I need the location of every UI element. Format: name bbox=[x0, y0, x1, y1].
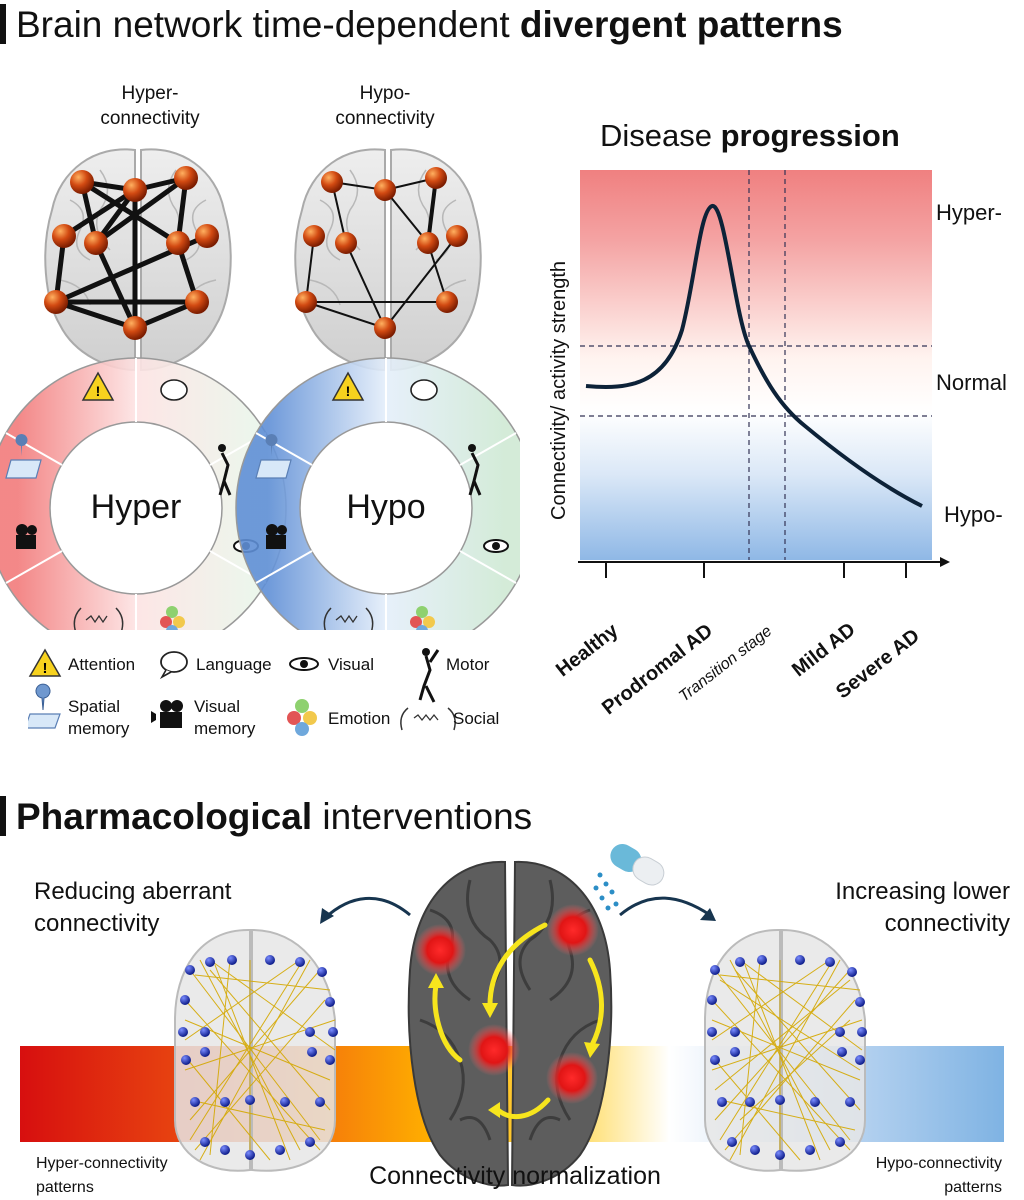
title-regular: Brain network time-dependent bbox=[16, 4, 510, 45]
film-camera-icon bbox=[266, 524, 287, 549]
emotion-faces-icon bbox=[287, 699, 317, 736]
hypo-function-ring: ! bbox=[235, 357, 520, 630]
arrow-right bbox=[619, 896, 711, 917]
left-pattern-label: Hyper-connectivity patterns bbox=[36, 1155, 168, 1196]
legend-language: Language bbox=[196, 655, 272, 674]
hotspot bbox=[547, 904, 599, 956]
speech-bubble-icon bbox=[410, 379, 438, 401]
eye-icon bbox=[289, 657, 319, 671]
brain-networks-art: ! ! bbox=[0, 148, 520, 630]
chart-title: Disease progression bbox=[600, 118, 900, 154]
svg-text:!: ! bbox=[96, 383, 101, 399]
section-title-divergent: Brain network time-dependent divergent p… bbox=[0, 4, 843, 47]
svg-text:!: ! bbox=[346, 383, 351, 399]
interventions-art bbox=[20, 844, 1004, 1187]
warning-icon: ! bbox=[331, 371, 365, 401]
hyper-brain-label: Hyper- connectivity bbox=[100, 83, 200, 129]
level-hyper: Hyper- bbox=[936, 200, 1003, 225]
x-axis-ticks bbox=[605, 562, 907, 578]
legend-social: Social bbox=[453, 709, 500, 728]
hyper-brain-icon bbox=[44, 148, 232, 372]
title-bar bbox=[0, 796, 6, 837]
speech-bubble-icon bbox=[160, 379, 188, 401]
legend-icons: ! bbox=[28, 648, 456, 736]
legend-visual: Visual bbox=[328, 655, 374, 674]
map-pin-icon bbox=[28, 683, 61, 729]
hotspot bbox=[414, 924, 466, 976]
chart-background bbox=[580, 170, 932, 560]
level-normal: Normal bbox=[936, 370, 1007, 395]
svg-text:!: ! bbox=[43, 660, 48, 677]
legend-spatial-memory: Spatial memory bbox=[68, 697, 130, 739]
legend-emotion: Emotion bbox=[328, 709, 391, 728]
level-hypo: Hypo- bbox=[944, 502, 1003, 527]
map-pin-icon bbox=[255, 434, 292, 479]
hyper-connectivity-brain bbox=[174, 928, 338, 1172]
left-caption: Reducing aberrant connectivity bbox=[34, 878, 232, 938]
hypo-brain-icon bbox=[294, 148, 482, 372]
title-bold: divergent patterns bbox=[519, 4, 843, 45]
hypo-ring-label: Hypo bbox=[346, 488, 426, 526]
chart-title-regular: Disease bbox=[600, 118, 712, 153]
legend-motor: Motor bbox=[446, 655, 490, 674]
progression-chart bbox=[578, 170, 950, 578]
pill-icon bbox=[610, 844, 665, 886]
social-heads-icon bbox=[400, 707, 456, 731]
title-bar bbox=[0, 4, 6, 45]
x-axis-arrow bbox=[940, 557, 950, 567]
dancer-icon bbox=[418, 648, 440, 703]
stage-healthy: Healthy bbox=[552, 619, 623, 682]
social-heads-icon bbox=[73, 607, 124, 630]
hotspot bbox=[546, 1052, 598, 1104]
legend-attention: Attention bbox=[68, 655, 136, 674]
right-pattern-label: Hypo-connectivity patterns bbox=[875, 1155, 1002, 1196]
speech-bubble-icon bbox=[159, 651, 188, 680]
film-camera-icon bbox=[16, 524, 37, 549]
warning-icon: ! bbox=[28, 648, 62, 677]
central-brain bbox=[407, 860, 613, 1187]
hyper-ring-label: Hyper bbox=[90, 488, 182, 526]
pill-powder-icon bbox=[593, 872, 619, 911]
title-regular: interventions bbox=[322, 796, 533, 837]
warning-icon: ! bbox=[81, 371, 115, 401]
chart-title-bold: progression bbox=[720, 118, 900, 153]
map-pin-icon bbox=[5, 434, 42, 479]
dancer-icon bbox=[468, 444, 482, 496]
emotion-faces-icon bbox=[160, 606, 185, 630]
emotion-faces-icon bbox=[410, 606, 435, 630]
hypo-brain-label: Hypo- connectivity bbox=[335, 83, 435, 129]
dancer-icon bbox=[218, 444, 232, 496]
hypo-connectivity-brain bbox=[704, 928, 867, 1172]
eye-icon bbox=[483, 539, 509, 553]
section-title-pharmacological: Pharmacological interventions bbox=[0, 796, 533, 839]
center-caption: Connectivity normalization bbox=[369, 1162, 661, 1190]
arrow-left bbox=[323, 896, 411, 920]
social-heads-icon bbox=[323, 607, 374, 630]
hotspot bbox=[468, 1024, 520, 1076]
film-camera-icon bbox=[151, 700, 183, 728]
progression-curve bbox=[585, 203, 923, 508]
right-caption: Increasing lower connectivity bbox=[835, 878, 1010, 938]
title-bold: Pharmacological bbox=[16, 796, 313, 837]
legend-visual-memory: Visual memory bbox=[194, 697, 256, 739]
